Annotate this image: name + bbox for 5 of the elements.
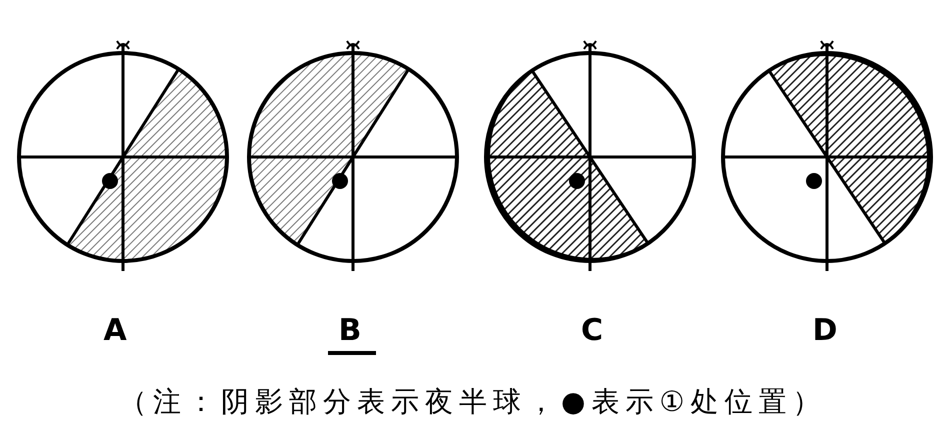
option-letter: C (581, 316, 604, 346)
option-letter: B (338, 316, 362, 346)
option-letter: A (104, 316, 127, 346)
note-text: （注：阴影部分表示夜半球，●表示①处位置） (119, 388, 827, 416)
option-letter: D (812, 316, 838, 346)
